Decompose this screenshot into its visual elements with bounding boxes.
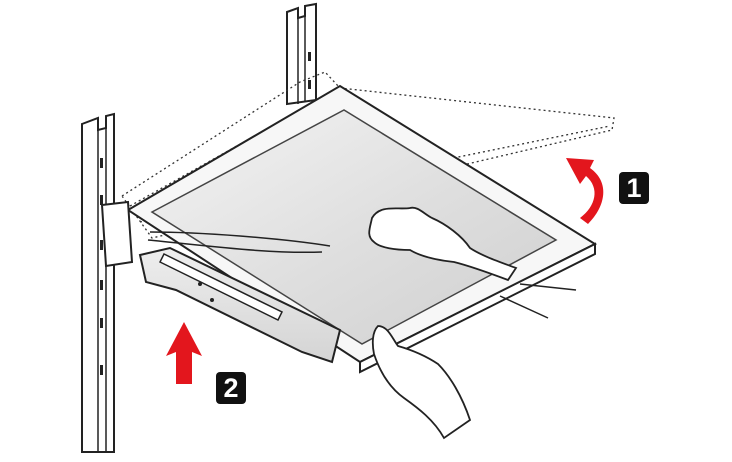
hand-icon (368, 206, 518, 282)
glass-panel (150, 109, 558, 345)
hand-icon (371, 325, 472, 440)
step-badge-2: 2 (216, 372, 246, 404)
side-rail (138, 231, 577, 364)
curved-arrow-icon (566, 158, 604, 224)
up-arrow-icon (166, 322, 202, 384)
front-rail-post (81, 112, 134, 453)
step-badge-1: 1 (619, 172, 649, 204)
back-rail-post (286, 2, 317, 106)
